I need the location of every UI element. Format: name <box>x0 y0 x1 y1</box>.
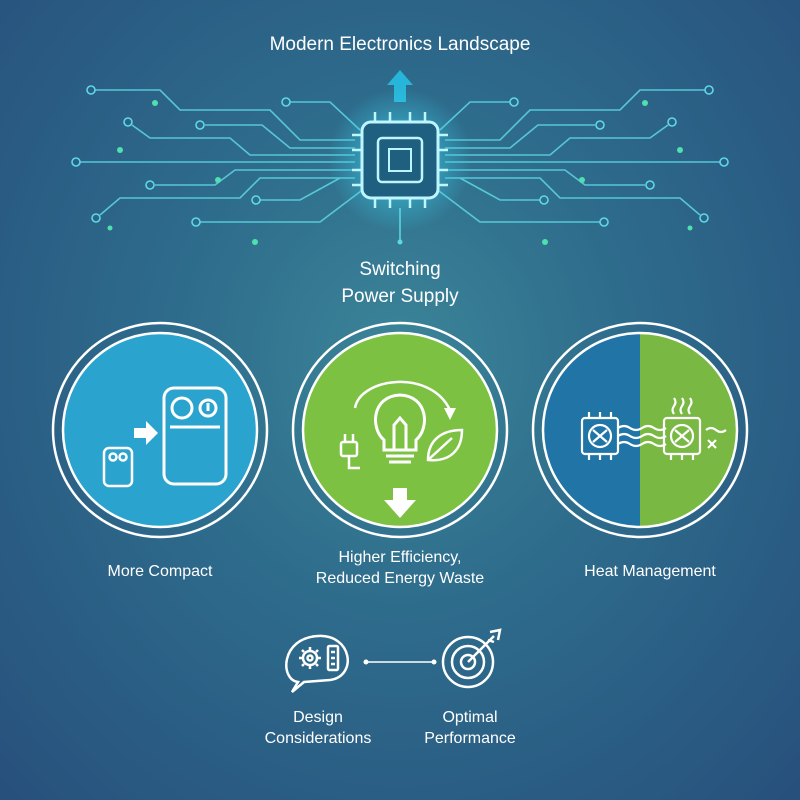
efficiency-circle <box>291 321 509 539</box>
compact-circle <box>51 321 269 539</box>
down-arrow-icon <box>384 488 416 518</box>
microchip-icon <box>328 88 472 232</box>
center-label-line2: Power Supply <box>341 286 459 307</box>
optimal-caption-line1: Optimal <box>442 709 498 726</box>
heat-caption: Heat Management <box>584 563 716 580</box>
cpu-cooler-icon <box>580 397 727 460</box>
efficiency-caption-line1: Higher Efficiency, <box>338 549 462 566</box>
circuit-traces-left <box>80 89 366 223</box>
circuit-dots-left <box>107 100 258 245</box>
optimal-caption-line2: Performance <box>424 730 516 747</box>
circuit-nodes-right <box>509 85 729 227</box>
circuit-dots-right <box>542 100 693 245</box>
design-caption: Design Considerations <box>228 707 408 749</box>
phone-small-icon <box>102 446 134 488</box>
page-title: Modern Electronics Landscape <box>269 34 531 55</box>
lightbulb-icon <box>374 393 426 464</box>
optimal-caption: Optimal Performance <box>380 707 560 749</box>
center-label-line1: Switching <box>359 259 441 280</box>
compact-caption: More Compact <box>107 563 213 580</box>
up-arrow-icon <box>387 70 413 102</box>
design-caption-line1: Design <box>293 709 343 726</box>
efficiency-caption: Higher Efficiency, Reduced Energy Waste <box>280 547 520 589</box>
leaf-icon <box>426 428 464 462</box>
device-large-icon <box>162 386 228 486</box>
chip-connector-node <box>397 239 403 245</box>
plug-icon <box>339 434 360 470</box>
circuit-traces-right <box>434 89 720 223</box>
gear-speech-icon <box>285 634 349 693</box>
design-caption-line2: Considerations <box>264 730 372 747</box>
connector-line <box>363 659 437 665</box>
right-arrow-icon <box>134 421 158 445</box>
cycle-arrow-icon <box>353 380 456 420</box>
target-icon <box>441 628 502 689</box>
efficiency-caption-line2: Reduced Energy Waste <box>315 570 485 587</box>
circuit-nodes-left <box>71 85 291 227</box>
center-label: Switching Power Supply <box>290 256 510 310</box>
